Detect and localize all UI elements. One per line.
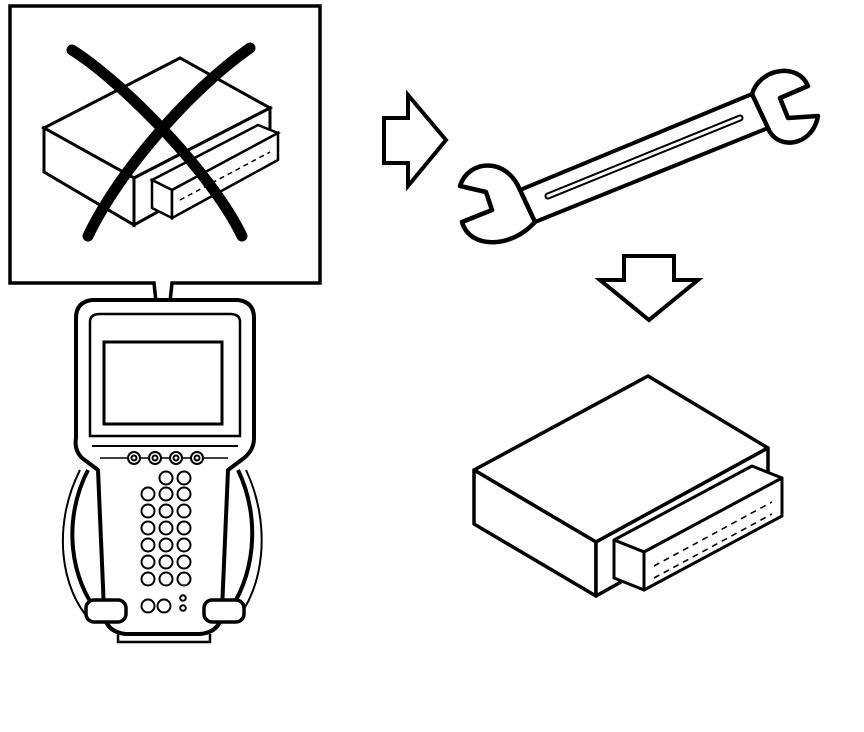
wrench-icon xyxy=(460,71,818,242)
module-icon xyxy=(474,376,782,596)
cross-mark-icon xyxy=(72,48,250,236)
arrow-down-icon xyxy=(600,256,698,320)
scan-tool-icon xyxy=(63,300,262,642)
arrow-right-icon xyxy=(384,95,446,186)
